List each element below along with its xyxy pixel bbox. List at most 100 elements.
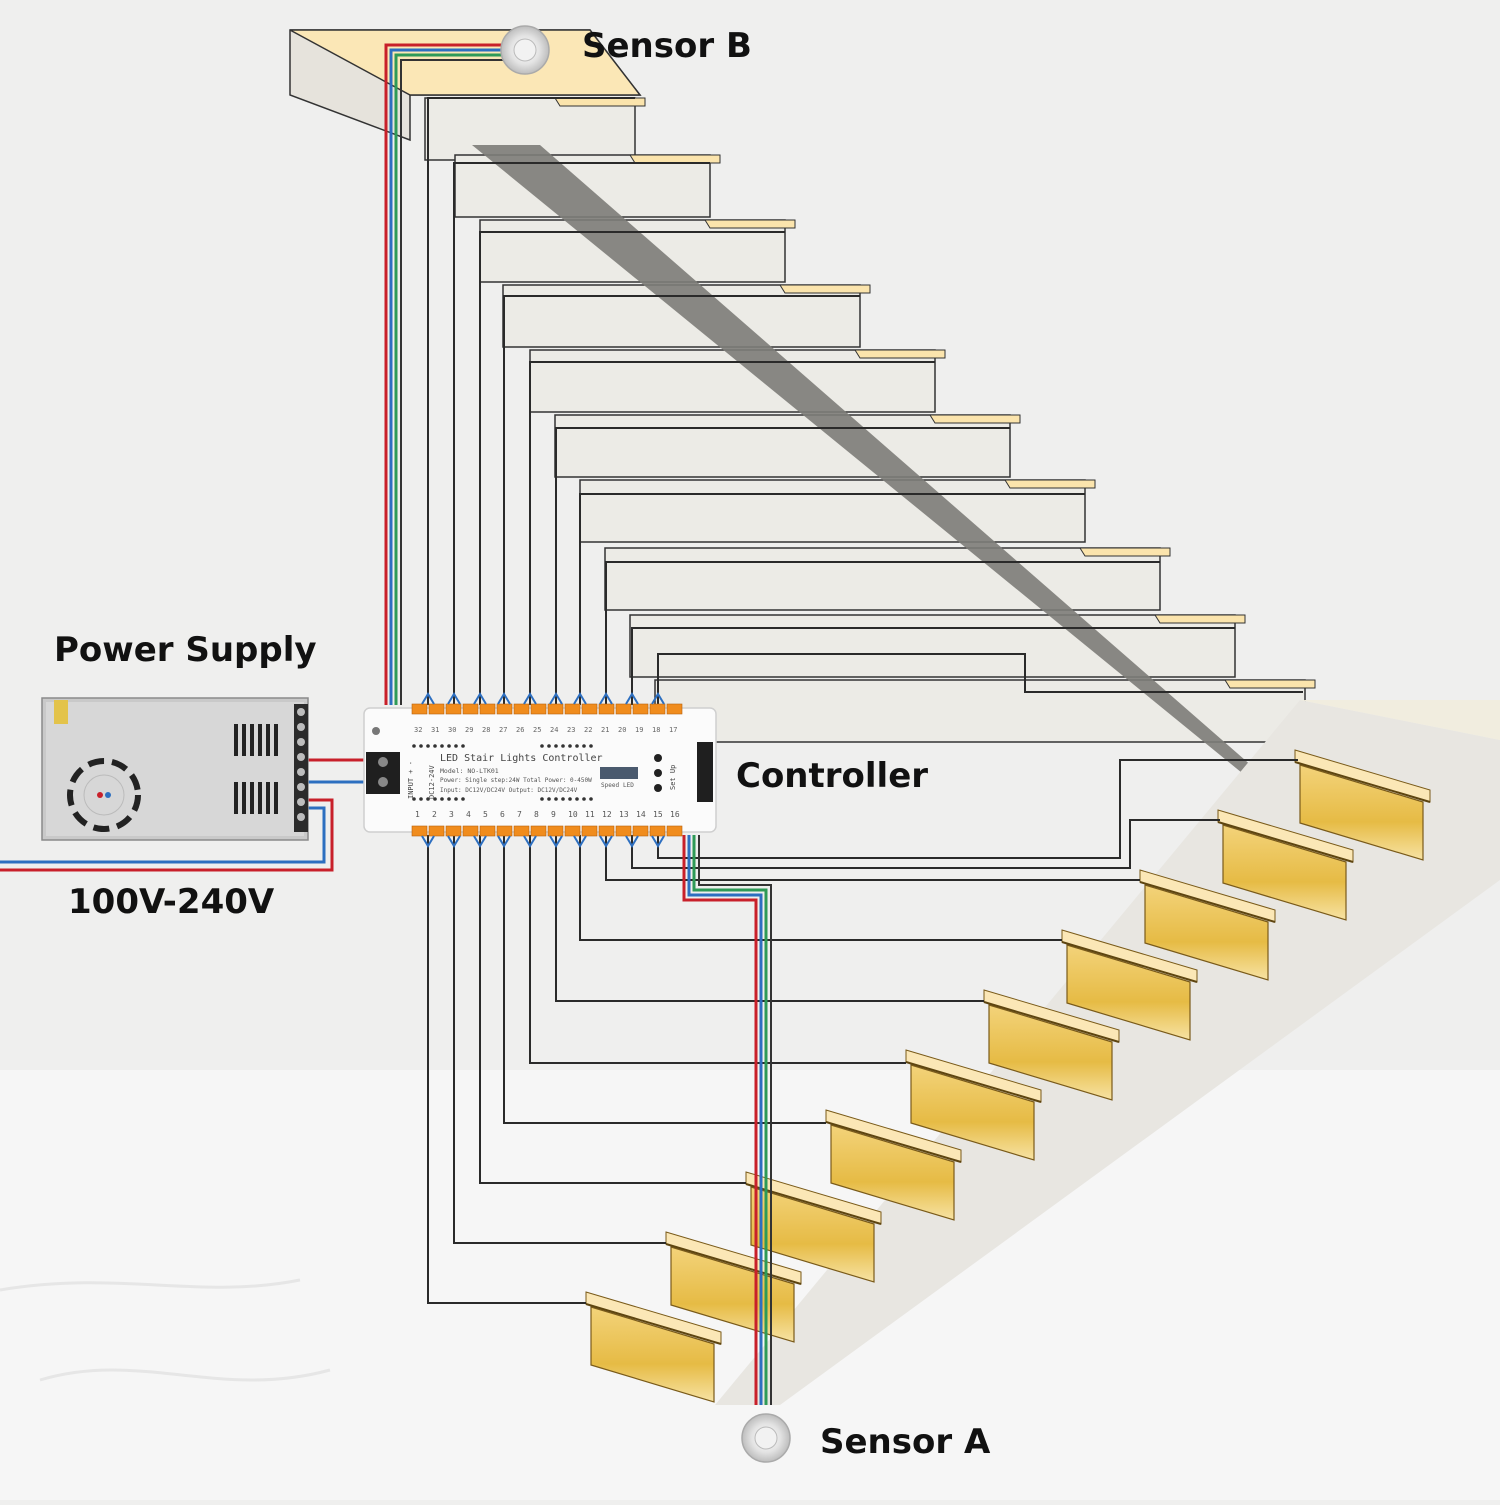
step-wire-bottom: [479, 835, 746, 1184]
terminal-wire-marker: [651, 692, 665, 705]
terminal-bottom: [411, 825, 428, 837]
terminal-bottom: [598, 825, 615, 837]
power-supply-unit: [41, 697, 309, 841]
top-landing-surface: [289, 29, 642, 96]
lower-step: [1217, 809, 1354, 921]
input-voltage: DC12-24V: [428, 764, 436, 799]
buttons: [654, 754, 662, 792]
terminal-wire-marker: [447, 692, 461, 705]
channel-top-label: 31: [431, 726, 439, 734]
lower-step: [905, 1049, 1042, 1161]
controller-label: Controller: [736, 756, 929, 796]
step-wire-top: [555, 427, 1010, 705]
lower-step: [745, 1171, 882, 1283]
voltage-label: 100V-240V: [68, 882, 275, 922]
terminal-wire-marker: [599, 692, 613, 705]
terminal-wire-marker: [549, 692, 563, 705]
terminal-bottom: [428, 825, 445, 837]
upper-step: [654, 679, 1316, 743]
step-wire-bottom: [555, 835, 984, 1002]
controller-power: Power: Single step:24W Total Power: 0-45…: [440, 777, 592, 784]
floor-marble-veins: [0, 1278, 331, 1382]
terminal-wire-marker: [651, 835, 665, 848]
channel-bottom-label: 2: [432, 810, 437, 819]
terminal-top: [581, 703, 598, 715]
terminal-top: [615, 703, 632, 715]
step-wire-bottom: [631, 819, 1220, 869]
terminal-top: [632, 703, 649, 715]
step-wire-top: [631, 627, 1235, 705]
terminal-bottom: [530, 825, 547, 837]
terminal-wire-marker: [421, 692, 435, 705]
fan-icon: [67, 758, 141, 832]
sensor-b-cable: [384, 43, 510, 705]
step-wires: [427, 97, 1303, 1304]
terminal-wire-marker: [549, 835, 563, 848]
step-wire-top: [453, 162, 710, 705]
lower-step: [983, 989, 1120, 1101]
terminal-bottom: [649, 825, 666, 837]
sensor-b[interactable]: [500, 25, 550, 75]
terminal-top: [428, 703, 445, 715]
step-wire-top: [605, 561, 1160, 705]
channel-top-label: 19: [635, 726, 643, 734]
terminal-bottom: [496, 825, 513, 837]
channel-bottom-label: 7: [517, 810, 522, 819]
sensor-a[interactable]: [741, 1413, 791, 1463]
upper-step: [604, 547, 1171, 611]
controller-model: Model: NO-LTK01: [440, 767, 499, 775]
channel-bottom-label: 13: [619, 810, 629, 819]
terminal-top: [564, 703, 581, 715]
channel-bottom-label: 4: [466, 810, 471, 819]
terminal-wire-marker: [497, 692, 511, 705]
controller-title: LED Stair Lights Controller: [440, 753, 603, 764]
channel-top-label: 22: [584, 726, 592, 734]
warning-label: [54, 700, 68, 724]
step-wire-top: [479, 231, 785, 705]
terminal-wire-marker: [573, 835, 587, 848]
channel-bottom-label: 14: [636, 810, 646, 819]
display-window: [600, 767, 638, 779]
terminal-top: [547, 703, 564, 715]
channel-bottom-label: 6: [500, 810, 505, 819]
terminal-top: [445, 703, 462, 715]
terminal-top: [462, 703, 479, 715]
step-wire-top: [529, 361, 935, 705]
lower-step: [1294, 749, 1431, 861]
terminal-wire-marker: [599, 835, 613, 848]
channel-top-label: 25: [533, 726, 541, 734]
terminal-top: [496, 703, 513, 715]
terminal-bottom: [445, 825, 462, 837]
channel-top-label: 18: [652, 726, 660, 734]
lower-stair-flight: [585, 749, 1431, 1403]
channel-top-label: 29: [465, 726, 473, 734]
sensor-a-cable: [682, 835, 772, 1405]
channel-bottom-label: 10: [568, 810, 578, 819]
upper-step: [554, 414, 1021, 478]
terminal-wire-marker: [625, 835, 639, 848]
step-wire-top: [657, 653, 1303, 705]
power-cable: [0, 758, 372, 872]
channel-top-label: 23: [567, 726, 575, 734]
step-wire-bottom: [605, 835, 1140, 881]
channel-bottom-label: 15: [653, 810, 663, 819]
step-wire-bottom: [427, 835, 586, 1304]
step-wire-bottom: [657, 759, 1298, 859]
channel-bottom-label: 16: [670, 810, 680, 819]
sensor-port: [697, 742, 713, 802]
step-wire-bottom: [579, 835, 1062, 941]
terminal-bottom: [615, 825, 632, 837]
step-wire-bottom: [529, 835, 906, 1064]
terminal-top: [411, 703, 428, 715]
terminal-top: [479, 703, 496, 715]
terminal-bottom: [462, 825, 479, 837]
terminal-bottom: [632, 825, 649, 837]
terminal-wire-marker: [447, 835, 461, 848]
step-wire-top: [579, 493, 1085, 705]
step-wire-top: [503, 295, 860, 705]
speed-label: Speed: [601, 782, 619, 789]
